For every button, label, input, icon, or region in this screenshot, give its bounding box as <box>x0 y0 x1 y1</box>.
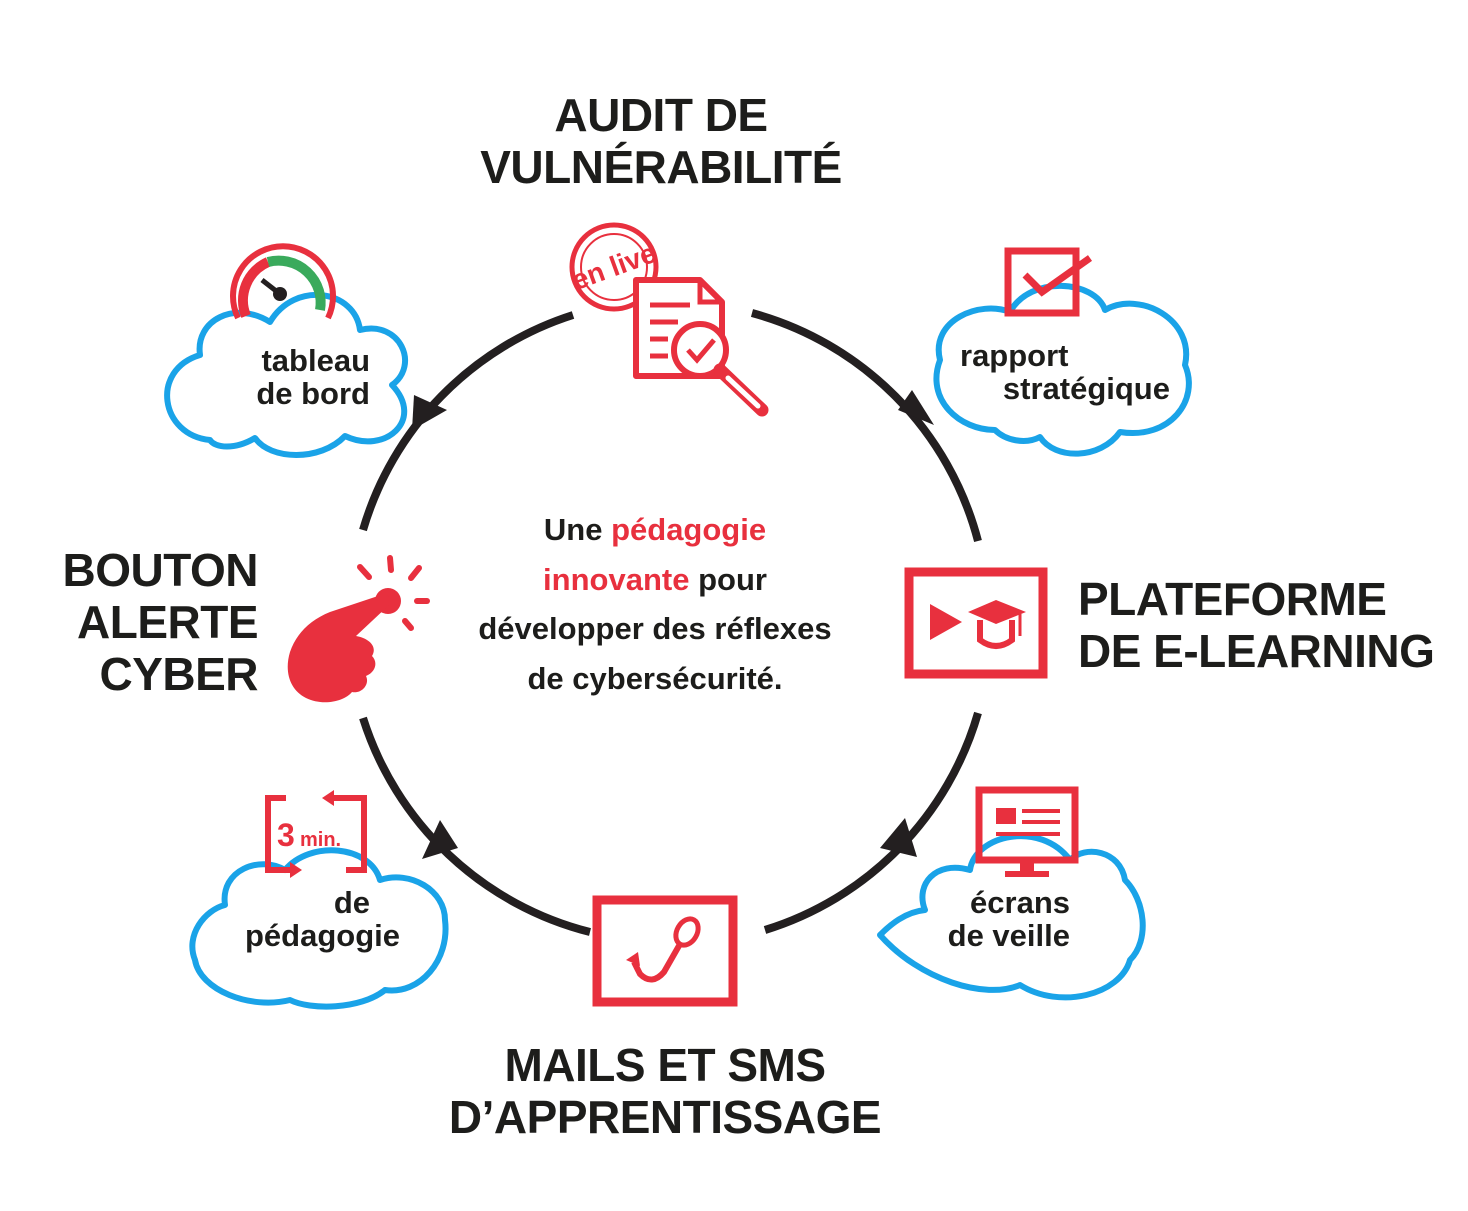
checkbox-frame <box>1004 247 1080 317</box>
cycle-ring <box>359 309 982 936</box>
ring-arc-top-right <box>750 309 982 543</box>
timer-arrow-top <box>322 790 334 806</box>
cloud-screens-line2: de veille <box>947 917 1070 953</box>
cloud-report-line1: rapport <box>960 338 1069 373</box>
cloud-pedagogy-line1: de <box>333 885 370 920</box>
gauge-icon <box>230 243 336 320</box>
step-mails-line1: MAILS ET SMS <box>504 1039 826 1091</box>
cloud-pedagogy-line2: pédagogie <box>244 917 400 953</box>
elearning-cap-top <box>968 600 1026 624</box>
monitor-neck <box>1020 860 1034 872</box>
timer-loop-right <box>330 795 367 873</box>
timer-badge-unit: min. <box>300 829 341 851</box>
timer-loop-icon: 3 min. <box>265 790 367 878</box>
checkbox-icon <box>1004 247 1093 317</box>
magnifier-lens <box>671 321 729 379</box>
center-accent-2: innovante <box>543 561 690 597</box>
center-line-1: Une pédagogie <box>430 505 880 555</box>
cloud-screens-label: écrans de veille <box>920 885 1070 953</box>
gauge-red-arc <box>238 257 271 318</box>
center-part1: Une <box>543 512 612 547</box>
arrow-head-top-left <box>412 395 447 430</box>
magnifier-check <box>686 338 716 364</box>
cloud-dashboard-label: tableau de bord <box>200 343 370 411</box>
center-line-3: développer des réflexes <box>478 611 832 647</box>
gauge-green-arc <box>266 255 326 311</box>
timer-loop-left <box>265 795 290 873</box>
hand-pressing-button-icon <box>287 555 430 703</box>
arrow-head-top-right <box>898 390 934 425</box>
step-alert-label: BOUTON ALERTE CYBER <box>30 544 259 701</box>
cloud-report <box>933 282 1192 457</box>
step-alert-line3: CYBER <box>99 647 258 700</box>
hand-shape <box>287 593 390 703</box>
cloud-report-line2: stratégique <box>1002 370 1170 406</box>
elearning-screen <box>904 567 1048 679</box>
center-line-4: de cybersécurité. <box>527 660 783 696</box>
live-stamp-inner <box>580 233 648 301</box>
timer-badge-number: 3 <box>277 817 295 853</box>
gauge-pivot <box>273 287 287 301</box>
play-graduation-cap-icon <box>904 567 1048 679</box>
elearning-play <box>930 604 962 640</box>
monitor-base <box>1005 871 1049 877</box>
cloud-pedagogy-label: de pédagogie <box>220 885 400 953</box>
cloud-screens-line1: écrans <box>970 885 1070 920</box>
document-magnifier-icon: en live <box>568 222 769 417</box>
step-elearning-line2: DE E-LEARNING <box>1078 624 1435 677</box>
phishing-hook-icon <box>592 895 738 1007</box>
timer-arrow-bottom <box>290 862 302 878</box>
cloud-report-label: rapport stratégique <box>960 338 1170 406</box>
ring-arc-left <box>359 311 575 532</box>
hook-eye <box>673 916 701 948</box>
ring-arc-bottom <box>359 716 591 936</box>
center-accent-1: pédagogie <box>611 512 767 547</box>
alert-rays <box>357 555 430 631</box>
step-elearning-line1: PLATEFORME <box>1078 573 1387 625</box>
cloud-dashboard-line2: de bord <box>256 375 370 411</box>
center-part2: pour <box>689 561 767 597</box>
hook-barb <box>626 952 640 966</box>
step-elearning-label: PLATEFORME DE E-LEARNING <box>1078 573 1448 678</box>
document-fold <box>697 280 722 305</box>
magnifier-handle-inner <box>725 375 761 409</box>
elearning-cap-base <box>977 620 1015 649</box>
cloud-pedagogy <box>189 847 449 1010</box>
monitor-image-block <box>996 808 1016 824</box>
step-mails-label: MAILS ET SMS D’APPRENTISSAGE <box>430 1039 900 1144</box>
cloud-screens <box>877 833 1146 1001</box>
phishing-screen <box>592 895 738 1007</box>
hook-shaft <box>631 942 683 983</box>
step-audit-line2: VULNÉRABILITÉ <box>480 140 842 193</box>
monitor-icon <box>975 786 1079 877</box>
arrow-head-bottom-left <box>422 820 458 859</box>
cloud-dashboard <box>164 291 409 458</box>
step-alert-line1: BOUTON <box>62 544 259 596</box>
center-tagline: Une pédagogie innovante pour développer … <box>430 505 880 703</box>
step-audit-line1: AUDIT DE <box>554 89 768 141</box>
step-alert-line2: ALERTE <box>77 595 259 648</box>
gauge-outer-red <box>230 243 336 320</box>
cloud-dashboard-line1: tableau <box>261 343 370 378</box>
arrow-head-bottom-right <box>880 818 917 857</box>
step-audit-label: AUDIT DE VULNÉRABILITÉ <box>456 89 866 194</box>
step-mails-line2: D’APPRENTISSAGE <box>448 1090 882 1143</box>
center-line-2: innovante pour <box>430 555 880 605</box>
checkbox-tick <box>1022 255 1093 297</box>
